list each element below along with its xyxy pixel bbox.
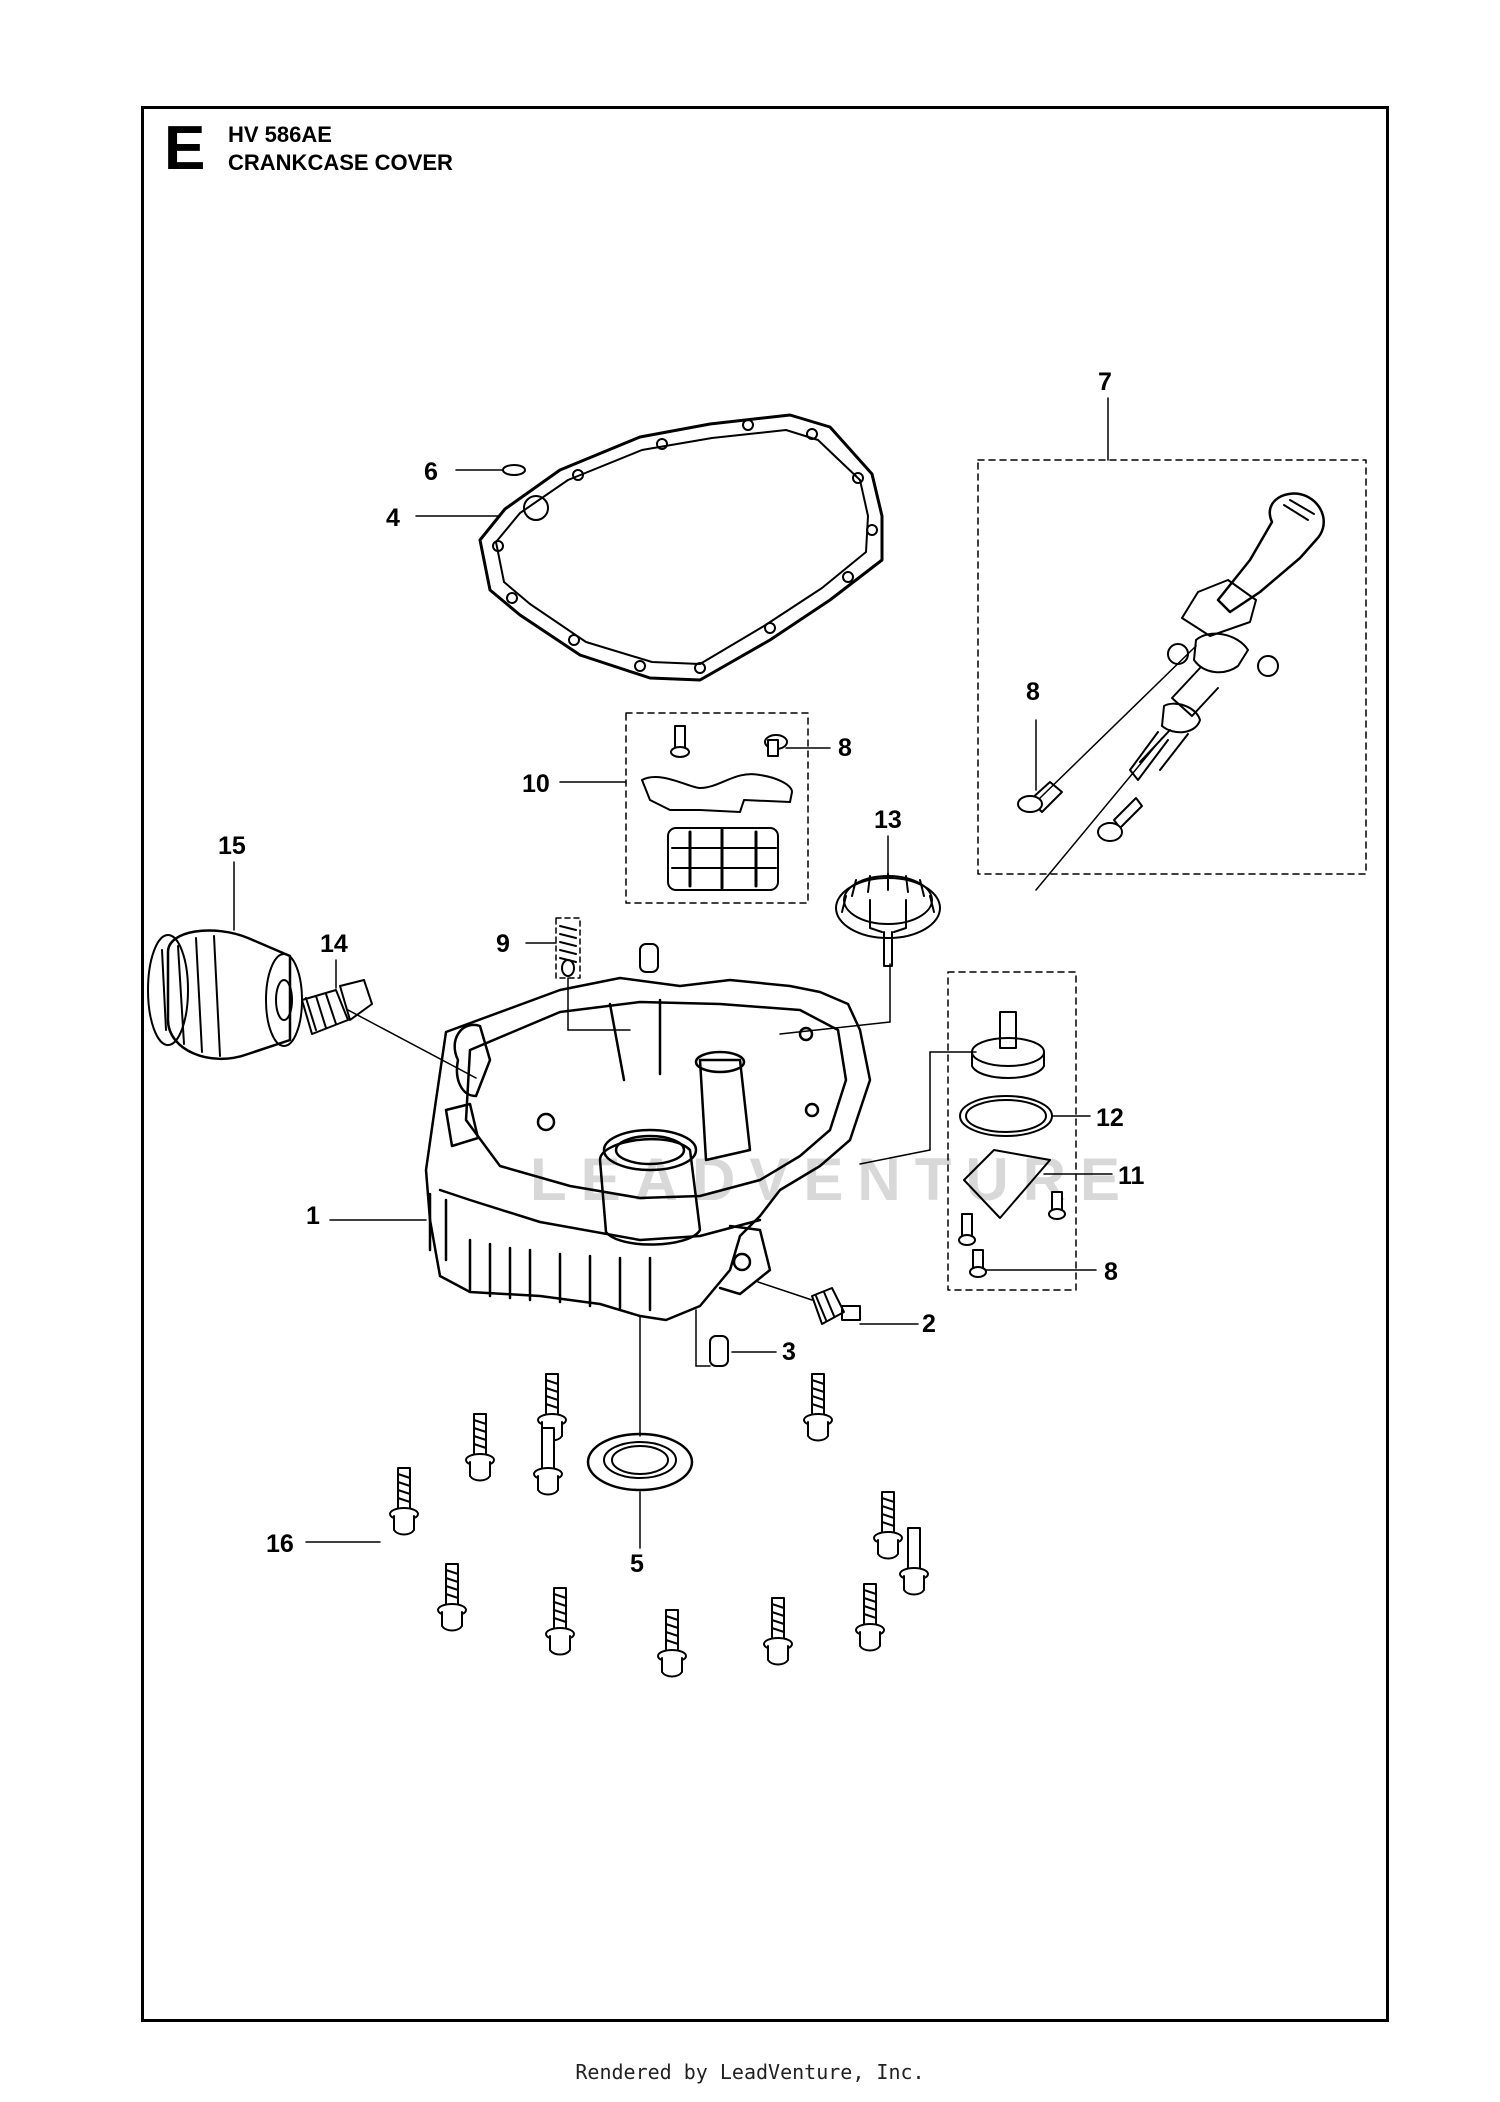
oil-filter-nipple[interactable] bbox=[301, 979, 373, 1035]
flange-bolt-16[interactable] bbox=[855, 1583, 885, 1652]
dowel-pin-top[interactable] bbox=[639, 943, 659, 973]
breather-group-box bbox=[625, 712, 809, 904]
flange-bolt-8-dipstick-a[interactable] bbox=[1017, 781, 1063, 813]
model-number: HV 586AE bbox=[228, 122, 332, 147]
flange-bolts-16 bbox=[389, 1373, 929, 1678]
cover-rotor[interactable] bbox=[971, 1011, 1045, 1079]
callout-14: 14 bbox=[320, 930, 348, 958]
drain-plug[interactable] bbox=[811, 1287, 861, 1325]
dowel-pin[interactable] bbox=[709, 1335, 729, 1367]
flange-bolt-8-cover-c[interactable] bbox=[969, 1249, 987, 1278]
callout-5: 5 bbox=[630, 1550, 644, 1578]
flange-bolt-16[interactable] bbox=[873, 1491, 903, 1560]
spring-group-box bbox=[555, 917, 581, 979]
breather-plate-assembly[interactable] bbox=[641, 773, 793, 891]
flange-bolt-16[interactable] bbox=[657, 1609, 687, 1678]
gasket[interactable] bbox=[478, 413, 884, 682]
flange-bolt-8-breather-a[interactable] bbox=[670, 725, 690, 758]
cover-plate[interactable] bbox=[963, 1149, 1051, 1219]
callout-4: 4 bbox=[386, 504, 400, 532]
leader-lines bbox=[233, 397, 1113, 1549]
flange-bolt-16[interactable] bbox=[389, 1467, 419, 1536]
section-letter: E bbox=[164, 114, 206, 183]
flange-bolt-8-breather-b[interactable] bbox=[764, 734, 788, 757]
flange-bolt-8-cover-b[interactable] bbox=[1048, 1191, 1066, 1220]
callout-8-cover: 8 bbox=[1104, 1258, 1118, 1286]
callout-10: 10 bbox=[522, 770, 550, 798]
oil-filter[interactable] bbox=[147, 929, 303, 1060]
spring[interactable] bbox=[559, 925, 577, 977]
governor-gear[interactable] bbox=[835, 873, 941, 967]
callout-3: 3 bbox=[782, 1338, 796, 1366]
callout-15: 15 bbox=[218, 832, 246, 860]
callout-12: 12 bbox=[1096, 1104, 1124, 1132]
dipstick-tube-assembly[interactable] bbox=[1035, 492, 1325, 891]
callout-1: 1 bbox=[306, 1202, 320, 1230]
watermark: LEADVENTURE bbox=[530, 1146, 1134, 1213]
dipstick-group-box bbox=[977, 459, 1367, 875]
callout-16: 16 bbox=[266, 1530, 294, 1558]
callout-2: 2 bbox=[922, 1310, 936, 1338]
callout-13: 13 bbox=[874, 806, 902, 834]
flange-bolt-16[interactable] bbox=[899, 1527, 929, 1596]
oil-seal[interactable] bbox=[586, 1432, 694, 1492]
callout-labels: 1 2 3 4 5 6 7 8 8 8 9 10 11 12 13 14 15 … bbox=[218, 368, 1145, 1578]
cover-group-box bbox=[947, 971, 1077, 1291]
o-ring-6[interactable] bbox=[502, 464, 526, 476]
callout-6: 6 bbox=[424, 458, 438, 486]
callout-8-breather: 8 bbox=[838, 734, 852, 762]
flange-bolt-16[interactable] bbox=[437, 1563, 467, 1632]
crankcase-cover[interactable] bbox=[424, 976, 872, 1322]
flange-bolt-16[interactable] bbox=[763, 1597, 793, 1666]
callout-9: 9 bbox=[496, 930, 510, 958]
footer-credit: Rendered by LeadVenture, Inc. bbox=[575, 2060, 925, 2084]
callout-8-dipstick: 8 bbox=[1026, 678, 1040, 706]
section-title: CRANKCASE COVER bbox=[228, 150, 453, 175]
flange-bolt-16[interactable] bbox=[803, 1373, 833, 1442]
callout-11: 11 bbox=[1118, 1162, 1145, 1190]
flange-bolt-8-cover-a[interactable] bbox=[958, 1213, 976, 1246]
flange-bolt-8-dipstick-b[interactable] bbox=[1097, 797, 1143, 842]
callout-7: 7 bbox=[1098, 368, 1112, 396]
flange-bolt-16[interactable] bbox=[545, 1587, 575, 1656]
o-ring-12[interactable] bbox=[959, 1095, 1053, 1137]
diagram-frame bbox=[141, 106, 1389, 2022]
flange-bolt-16[interactable] bbox=[533, 1427, 563, 1496]
flange-bolt-16[interactable] bbox=[465, 1413, 495, 1482]
